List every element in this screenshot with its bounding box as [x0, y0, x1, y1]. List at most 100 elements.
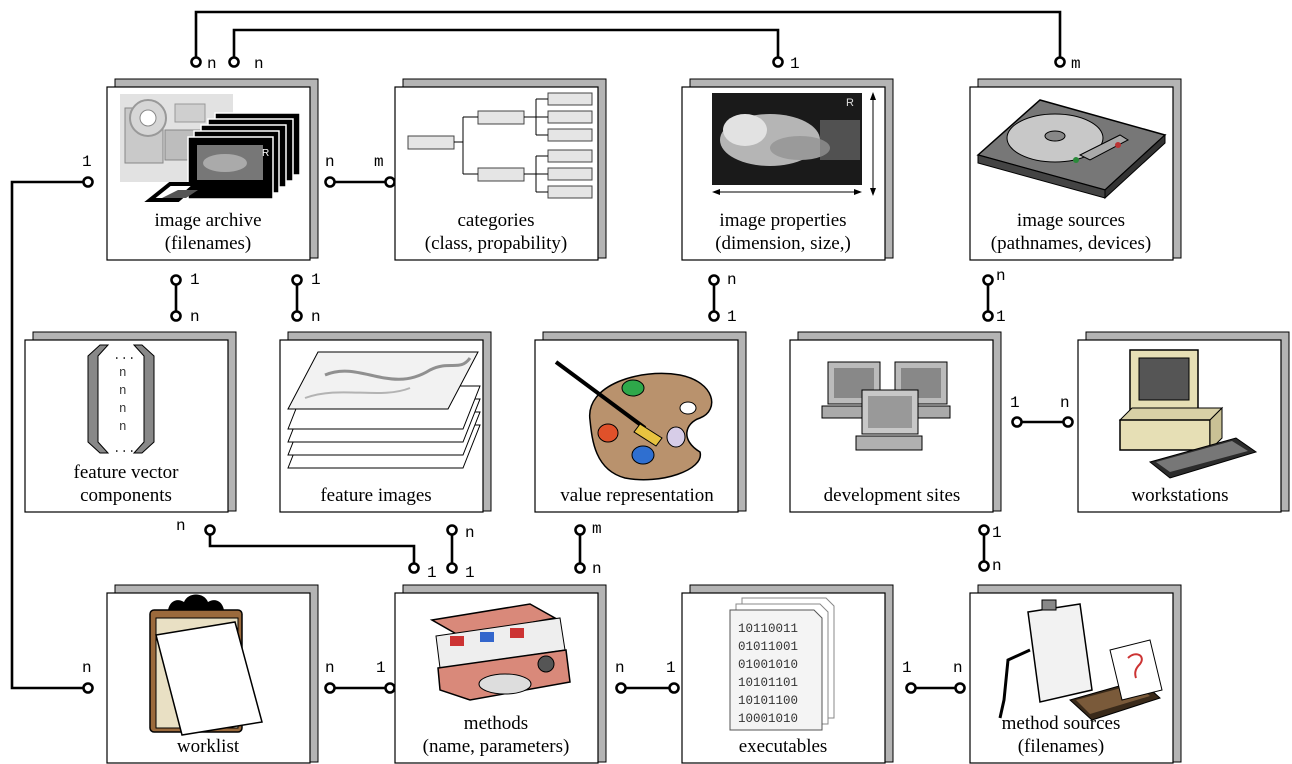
desktop-computer-icon — [1118, 349, 1258, 479]
connector-dots — [82, 56, 1074, 694]
card-title: image sources — [1017, 210, 1125, 231]
connector-dot — [708, 274, 720, 286]
connector-dot — [708, 310, 720, 322]
connector-dot — [384, 176, 396, 188]
cardinality-label: n — [727, 271, 737, 289]
connector-dot — [772, 56, 784, 68]
card-title: executables — [739, 736, 828, 757]
connector-dot — [190, 56, 202, 68]
card-subtitle: components — [80, 485, 172, 506]
card-title: feature images — [320, 485, 431, 506]
cardinality-label: 1 — [311, 271, 321, 289]
stacked-layers-icon — [287, 351, 481, 469]
binary-line: 10101101 — [738, 676, 798, 690]
card-title: methods — [464, 713, 528, 734]
vector-entry: n — [119, 384, 127, 398]
card-title: worklist — [177, 736, 240, 757]
card-title: categories — [457, 210, 534, 231]
binary-line: 01001010 — [738, 658, 798, 672]
archive-worklist-wire — [10, 180, 88, 690]
cardinality-label: 1 — [1010, 394, 1020, 412]
feature-vector-card[interactable]: ... n n n n ... feature vector component… — [24, 331, 237, 513]
connector-dot — [978, 524, 990, 536]
cardinality-label: m — [374, 153, 384, 171]
cardinality-label: n — [465, 524, 475, 542]
vector-entry: n — [119, 366, 127, 380]
cardinality-label: n — [592, 560, 602, 578]
image-properties-card[interactable]: R image properties (dimension, size,) — [681, 78, 894, 261]
vector-dots: ... — [113, 442, 136, 456]
card-subtitle: (name, parameters) — [423, 736, 570, 757]
connector-dot — [615, 682, 627, 694]
vector-entry: n — [119, 402, 127, 416]
image-sources-card[interactable]: image sources (pathnames, devices) — [969, 78, 1182, 261]
cardinality-label: 1 — [790, 55, 800, 73]
connector-dot — [905, 682, 917, 694]
connector-dot — [1062, 416, 1074, 428]
vector-dots: ... — [113, 349, 136, 363]
method-sources-card[interactable]: method sources (filenames) — [969, 584, 1182, 764]
connector-dot — [408, 562, 420, 574]
worklist-card[interactable]: worklist — [106, 584, 319, 764]
connector-dot — [82, 176, 94, 188]
cardinality-label: 1 — [902, 659, 912, 677]
connector-dot — [170, 274, 182, 286]
xray-marker: R — [262, 148, 269, 159]
film-stack-image: R — [144, 112, 301, 202]
connector-dot — [978, 560, 990, 572]
development-sites-card[interactable]: development sites — [789, 331, 1002, 513]
cardinality-label: n — [615, 659, 625, 677]
connector-dot — [446, 524, 458, 536]
vector-methods-wire — [208, 530, 416, 568]
toolbox-icon — [429, 603, 571, 701]
categories-card[interactable]: categories (class, propability) — [394, 78, 607, 261]
connector-dot — [574, 524, 586, 536]
connector-dot — [170, 310, 182, 322]
cardinality-label: 1 — [666, 659, 676, 677]
card-subtitle: (filenames) — [1018, 736, 1105, 757]
cardinality-label: 1 — [992, 524, 1002, 542]
cardinality-label: n — [190, 308, 200, 326]
connector-dot — [446, 562, 458, 574]
card-subtitle: (dimension, size,) — [715, 233, 851, 254]
binary-line: 10101100 — [738, 694, 798, 708]
binary-line: 01011001 — [738, 640, 798, 654]
archive-sources-wire — [194, 10, 1062, 62]
connector-dot — [982, 274, 994, 286]
connector-dot — [1054, 56, 1066, 68]
cardinality-label: 1 — [427, 564, 437, 582]
executables-card[interactable]: 10110011 01011001 01001010 10101101 1010… — [681, 584, 894, 764]
card-title: workstations — [1131, 485, 1228, 506]
connector-dot — [291, 310, 303, 322]
connector-dot — [204, 524, 216, 536]
cardinality-label: n — [207, 55, 217, 73]
cardinality-label: m — [592, 520, 602, 538]
connector-dot — [324, 176, 336, 188]
connector-dot — [82, 682, 94, 694]
card-title: development sites — [824, 485, 961, 506]
connector-dot — [668, 682, 680, 694]
connector-dot — [324, 682, 336, 694]
connector-dot — [291, 274, 303, 286]
binary-document-icon: 10110011 01011001 01001010 10101101 1010… — [729, 597, 835, 731]
connector-dot — [574, 562, 586, 574]
workstations-card[interactable]: workstations — [1077, 331, 1290, 513]
value-representation-card[interactable]: value representation — [534, 331, 747, 513]
binary-line: 10110011 — [738, 622, 798, 636]
cardinality-labels: n n 1 m 1 n m 1 n 1 n n 1 n 1 1 n n 1 n … — [82, 55, 1081, 677]
card-title: image archive — [154, 210, 261, 231]
card-subtitle: (filenames) — [165, 233, 252, 254]
methods-card[interactable]: methods (name, parameters) — [394, 584, 607, 764]
cardinality-label: n — [82, 659, 92, 677]
connector-dot — [228, 56, 240, 68]
feature-images-card[interactable]: feature images — [279, 331, 492, 513]
cardinality-label: n — [992, 557, 1002, 575]
image-archive-card[interactable]: R image archive (filenames) — [106, 78, 319, 261]
cardinality-label: 1 — [190, 271, 200, 289]
archive-properties-wire — [232, 28, 780, 62]
cardinality-label: 1 — [376, 659, 386, 677]
connector-dot — [1011, 416, 1023, 428]
tree-diagram-icon — [407, 92, 593, 199]
card-title: image properties — [719, 210, 846, 231]
clipboard-icon — [149, 594, 263, 736]
